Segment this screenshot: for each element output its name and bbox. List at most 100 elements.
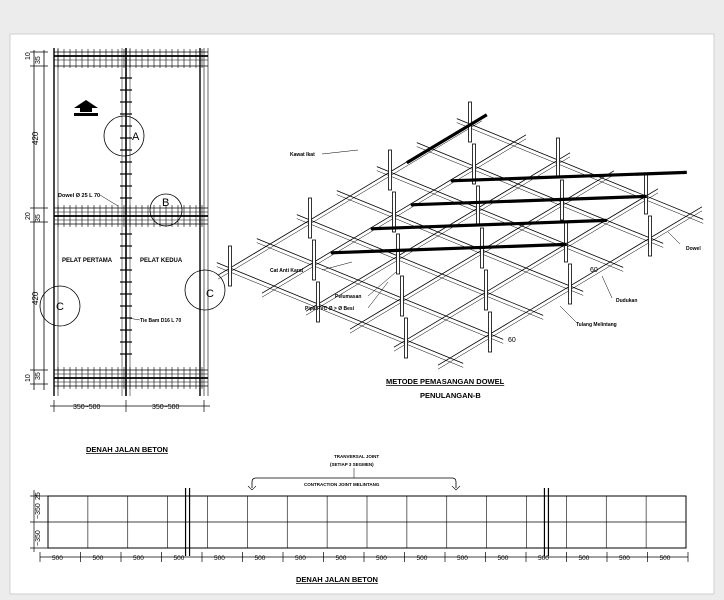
plan-dim-420-a: 420 (31, 131, 40, 145)
rebar-longitudinal (456, 118, 704, 220)
rebar-post (228, 245, 232, 287)
rebar-longitudinal-edge (336, 194, 584, 296)
rebar-post (556, 137, 560, 179)
rebar-longitudinal (416, 142, 664, 244)
strip-dim-label: 500 (417, 555, 428, 562)
transversal-line-2: (SETIAP 3 SEGMEN) (330, 462, 374, 467)
dowel-label-leader (99, 194, 119, 207)
dowel-bar (405, 113, 488, 165)
strip-dim-label: 500 (52, 555, 63, 562)
drawing-frame (9, 33, 715, 595)
rebar-longitudinal (296, 214, 544, 316)
rebar-longitudinal-edge (376, 170, 624, 272)
strip-dim-label: 500 (214, 555, 225, 562)
transversal-line-1: TRANVERSAL JOINT (334, 454, 379, 459)
plan-centre-joint (120, 48, 132, 396)
rebar-longitudinal-edge (416, 146, 664, 248)
plan-view: 10 35 420 20 35 420 10 35 (25, 48, 226, 454)
rebar-post (476, 185, 480, 227)
strip-plan: TRANVERSAL JOINT (SETIAP 3 SEGMEN) CONTR… (30, 454, 689, 584)
strip-dim-label: 500 (376, 555, 387, 562)
plan-dim-top-35: 35 (35, 56, 42, 64)
rebar-longitudinal-edge (296, 218, 544, 320)
rebar-transverse (393, 188, 659, 348)
strip-dim-label: 500 (174, 555, 185, 562)
strip-dim-label: 500 (457, 555, 468, 562)
label-kawat-ikat: Kawat Ikat (290, 152, 315, 158)
rebar-post (392, 191, 396, 233)
rebar-transverse-edge (305, 156, 571, 316)
plan-dim-bottom-10: 10 (25, 374, 32, 382)
marker-b: B (162, 197, 169, 209)
rebar-post (484, 269, 488, 311)
rebar-longitudinal (216, 262, 464, 364)
plan-slab-edges (53, 48, 209, 396)
plan-dim-top-10: 10 (25, 52, 32, 60)
rebar-post (564, 221, 568, 263)
plan-dim-20: 20 (25, 212, 32, 220)
strip-dim-label: 500 (93, 555, 104, 562)
isometric-view: Kawat Ikat Cat Anti Karat Pelumasan Pipa… (216, 101, 704, 400)
strip-left-dim-ticks (30, 495, 48, 549)
strip-dim-label: 500 (619, 555, 630, 562)
strip-dim-label: 500 (336, 555, 347, 562)
iso-leaders (321, 149, 681, 323)
label-pelumasan: Pelumasan (335, 294, 361, 300)
plan-title: DENAH JALAN BETON (86, 445, 168, 454)
strip-dim-350-bottom: ~350 (35, 530, 42, 546)
tie-bar-label: Tie Bam D16 L 70 (140, 318, 181, 324)
rebar-post (404, 317, 408, 359)
iso-dim-60-a: 60 (508, 337, 516, 344)
plan-dim-420-b: 420 (31, 291, 40, 305)
label-dowel: Dowel (686, 246, 701, 252)
strip-dim-350-top: ~350 (35, 503, 42, 519)
plan-dim-bottom-35: 35 (35, 372, 42, 380)
label-dudukan: Dudukan (616, 298, 637, 304)
dowel-bar (330, 242, 567, 255)
rebar-post (316, 281, 320, 323)
strip-dim-label: 500 (295, 555, 306, 562)
rebar-post (396, 233, 400, 275)
rebar-longitudinal-edge (256, 242, 504, 344)
transversal-bracket-ends (247, 485, 461, 491)
strip-dim-label: 500 (255, 555, 266, 562)
rebar-longitudinal (336, 190, 584, 292)
label-pipa-pvc: Pipa PVC Ø > Ø Besi (305, 306, 355, 312)
rebar-post (308, 197, 312, 239)
plan-dim-ticks (30, 51, 48, 385)
strip-dim-25: 25 (35, 492, 42, 500)
plan-width-dim-ticks (53, 400, 205, 412)
dowel-bars (330, 113, 687, 255)
direction-arrow-icon (74, 100, 98, 116)
rebar-transverse-edge (217, 120, 483, 280)
marker-a: A (132, 131, 140, 143)
strip-title: DENAH JALAN BETON (296, 575, 378, 584)
rebar-longitudinal (256, 238, 504, 340)
rebar-post (648, 215, 652, 257)
plan-dowel-band-bottom (54, 367, 208, 389)
iso-subtitle: PENULANGAN-B (420, 391, 481, 400)
plan-width-left: 350~500 (73, 404, 101, 411)
rebar-longitudinal-edge (456, 122, 704, 224)
label-tulang-melintang: Tulang Melintang (576, 322, 617, 328)
dowel-bar (410, 194, 647, 207)
rebar-post (568, 263, 572, 305)
rebar-post (312, 239, 316, 281)
rebar-longitudinal-edge (216, 266, 464, 368)
tie-bar-leader (127, 317, 141, 321)
plan-detail-markers (39, 115, 226, 327)
rebar-post (400, 275, 404, 317)
iso-title: METODE PEMASANGAN DOWEL (386, 377, 505, 386)
rebar-post (488, 311, 492, 353)
contraction-label: CONTRACTION JOINT MELINTANG (304, 482, 380, 487)
rebar-post (472, 143, 476, 185)
rebar-post (388, 149, 392, 191)
strip-dim-label: 500 (538, 555, 549, 562)
rebar-post (468, 101, 472, 143)
plan-dowel-band-middle (54, 205, 208, 227)
plan-dowel-band-top (54, 49, 208, 68)
dowel-bar (370, 218, 607, 231)
dowel-bar (450, 170, 687, 183)
